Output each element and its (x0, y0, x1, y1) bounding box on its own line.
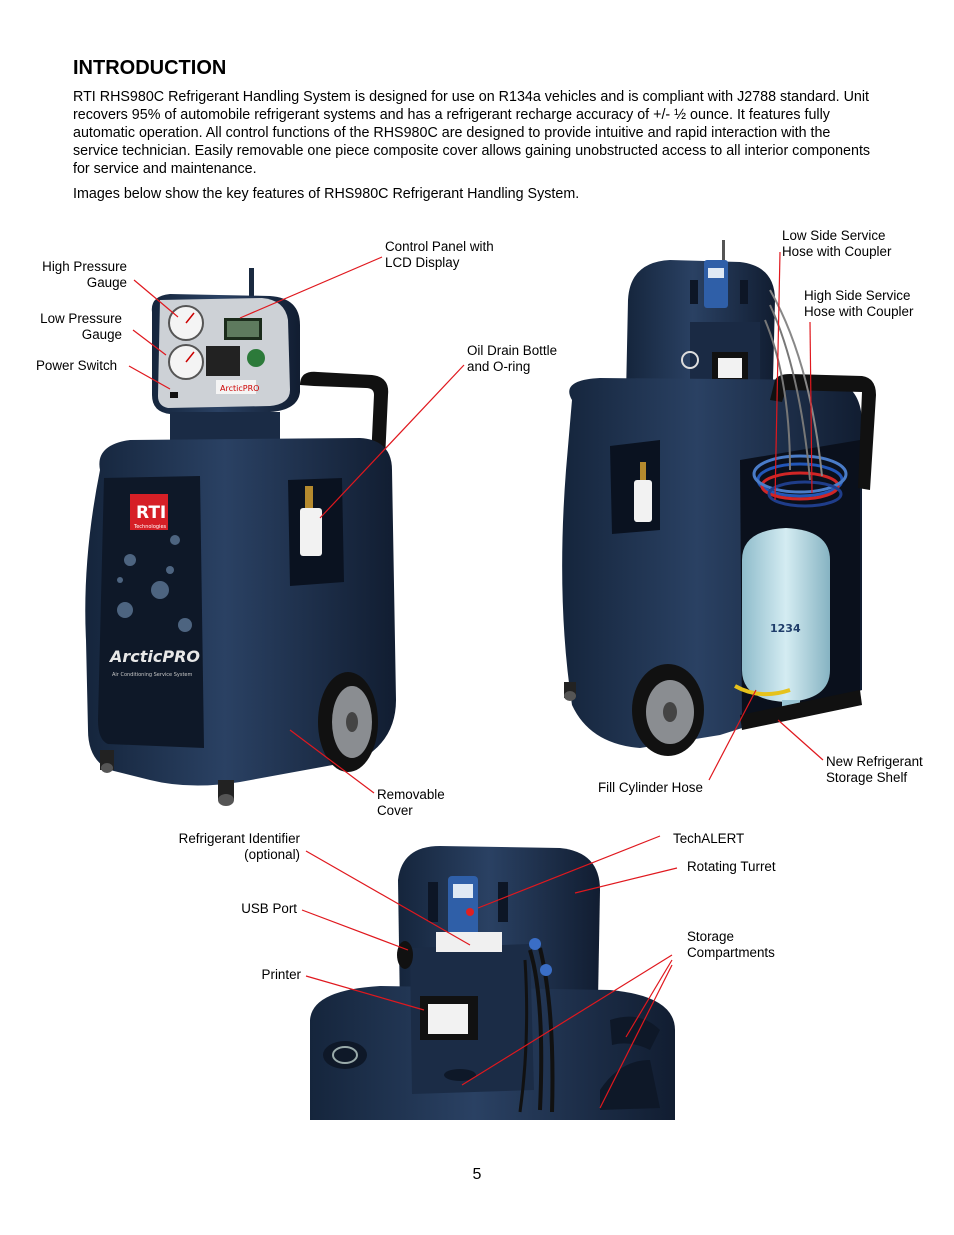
label-storage-compartments: Storage Compartments (687, 929, 775, 961)
label-refrigerant-identifier: Refrigerant Identifier (optional) (150, 831, 300, 863)
intro-paragraph: RTI RHS980C Refrigerant Handling System … (73, 89, 871, 177)
label-line: Power Switch (36, 358, 118, 373)
label-line: Low Side Service (782, 228, 886, 243)
leader-low-side-hose (774, 251, 781, 501)
logo-subtext: Technologies (133, 524, 167, 530)
label-line: (optional) (244, 847, 300, 862)
leader-power-switch (128, 365, 171, 390)
label-high-pressure-gauge: High Pressure Gauge (20, 259, 127, 291)
leader-oil-drain-bottle (319, 364, 465, 519)
label-line: Gauge (81, 327, 122, 342)
product-name-decal: ArcticPRO (108, 647, 200, 666)
leader-refrigerant-shelf (777, 719, 824, 761)
label-techalert: TechALERT (673, 831, 744, 847)
power-switch-icon (170, 392, 178, 398)
leader-rotating-turret (574, 867, 678, 894)
label-usb-port: USB Port (200, 901, 297, 917)
label-line: and O-ring (467, 359, 531, 374)
leader-lines (128, 251, 824, 1109)
label-power-switch: Power Switch (36, 358, 117, 374)
leader-usb-port (301, 909, 409, 951)
label-line: Refrigerant Identifier (178, 831, 300, 846)
label-rotating-turret: Rotating Turret (687, 859, 776, 875)
faceplate-brand: ArcticPRO (220, 384, 259, 393)
page-number: 5 (472, 1166, 482, 1183)
label-line: Control Panel with (385, 239, 494, 254)
page-title: INTRODUCTION (73, 57, 227, 79)
label-low-side-hose: Low Side Service Hose with Coupler (782, 228, 891, 260)
turret-closeup (310, 846, 675, 1120)
label-line: Hose with Coupler (804, 304, 914, 319)
leader-storage-3 (599, 964, 673, 1109)
label-line: New Refrigerant (826, 754, 923, 769)
images-note-paragraph: Images below show the key features of RH… (73, 186, 580, 202)
logo-text: RTI (136, 503, 166, 523)
label-line: Compartments (687, 945, 775, 960)
leader-storage-2 (625, 959, 673, 1038)
leader-techalert (477, 835, 661, 909)
label-line: Storage Shelf (826, 770, 908, 785)
label-low-pressure-gauge: Low Pressure Gauge (20, 311, 122, 343)
leader-removable-cover (289, 729, 375, 794)
label-line: High Pressure (42, 259, 127, 274)
leader-storage-1 (461, 954, 673, 1086)
label-line: Removable (377, 787, 445, 802)
product-tagline: Air Conditioning Service System (112, 672, 192, 678)
label-control-panel: Control Panel with LCD Display (385, 239, 494, 271)
leader-control-panel (239, 256, 383, 319)
unit-rear-view: 1234 (562, 240, 876, 756)
leader-high-pressure-gauge (133, 279, 179, 318)
label-removable-cover: Removable Cover (377, 787, 445, 819)
label-line: Gauge (86, 275, 127, 290)
label-line: USB Port (241, 901, 297, 916)
leader-low-pressure-gauge (132, 329, 167, 356)
label-line: Low Pressure (40, 311, 122, 326)
leader-fill-cylinder-hose (708, 689, 757, 781)
cylinder-label: 1234 (770, 622, 801, 635)
label-line: Rotating Turret (687, 859, 776, 874)
label-line: Printer (261, 967, 301, 982)
leader-refrigerant-identifier (305, 850, 471, 946)
leader-high-side-hose (809, 321, 813, 494)
label-line: High Side Service (804, 288, 911, 303)
label-line: Cover (377, 803, 413, 818)
unit-front-view: ArcticPRO RTI Technologies ArcticPRO Air… (85, 268, 396, 806)
label-line: Oil Drain Bottle (467, 343, 558, 358)
label-line: Fill Cylinder Hose (598, 780, 703, 795)
label-line: LCD Display (385, 255, 460, 270)
label-line: Storage (687, 929, 734, 944)
label-line: TechALERT (673, 831, 745, 846)
label-high-side-hose: High Side Service Hose with Coupler (804, 288, 913, 320)
leader-printer (305, 975, 425, 1011)
label-refrigerant-shelf: New Refrigerant Storage Shelf (826, 754, 923, 786)
label-oil-drain-bottle: Oil Drain Bottle and O-ring (467, 343, 557, 375)
label-fill-cylinder-hose: Fill Cylinder Hose (598, 780, 703, 796)
label-line: Hose with Coupler (782, 244, 892, 259)
label-printer: Printer (200, 967, 301, 983)
